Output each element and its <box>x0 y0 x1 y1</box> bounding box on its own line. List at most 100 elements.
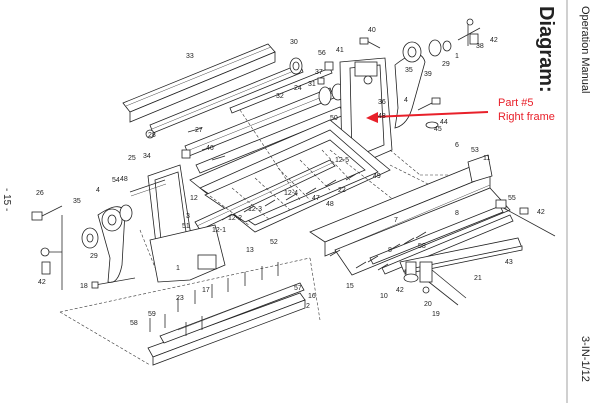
part-label-43: 43 <box>505 259 513 266</box>
part-label-21: 21 <box>474 275 482 282</box>
callout-part5: Part #5 Right frame <box>366 97 555 123</box>
left-frame-foot <box>149 224 226 283</box>
part-label-15: 15 <box>346 283 354 290</box>
part-label-56: 56 <box>318 50 326 57</box>
part-label-3: 3 <box>186 213 190 220</box>
part-label-51: 51 <box>182 223 190 230</box>
part-label-18: 18 <box>80 283 88 290</box>
part-label-39: 39 <box>424 71 432 78</box>
part-number-labels: 112344678810111212-112-212-312-412-51315… <box>36 27 545 327</box>
part-label-20: 20 <box>424 301 432 308</box>
part-label-58-2: 58 <box>418 243 426 250</box>
part-label-37: 37 <box>315 69 323 76</box>
part-label-46: 46 <box>206 145 214 152</box>
part-label-38: 38 <box>476 43 484 50</box>
part-label-54: 54 <box>112 177 120 184</box>
part-label-40: 40 <box>368 27 376 34</box>
part-label-7: 7 <box>394 217 398 224</box>
part-label-12-4: 12-4 <box>284 190 298 197</box>
part-label-33: 33 <box>186 53 194 60</box>
part-label-25: 25 <box>128 155 136 162</box>
base-bolts <box>149 262 279 336</box>
part-label-52: 52 <box>270 239 278 246</box>
part-label-26: 26 <box>36 190 44 197</box>
washer-45 <box>425 121 439 129</box>
part-label-53: 53 <box>471 147 479 154</box>
part-label-12-2: 12-2 <box>228 215 242 222</box>
part-label-12-5: 12-5 <box>335 157 349 164</box>
top-beam <box>122 43 276 123</box>
part-label-29-2: 29 <box>90 253 98 260</box>
part-label-22: 22 <box>338 187 346 194</box>
part-label-57: 57 <box>294 285 302 292</box>
document-code: 3-IN-1/12 <box>579 336 591 382</box>
part-label-36: 36 <box>378 99 386 106</box>
part-label-55: 55 <box>508 195 516 202</box>
clamp-42 <box>403 261 419 283</box>
part-label-35-2: 35 <box>73 198 81 205</box>
part-label-24: 24 <box>294 85 302 92</box>
part-label-27: 27 <box>195 127 203 134</box>
side-header: Operation Manual Diagram: 3-IN-1/12 <box>535 0 591 403</box>
lower-base <box>147 282 306 366</box>
part-label-32: 32 <box>276 93 284 100</box>
part-label-49: 49 <box>373 173 381 180</box>
callout-line2: Right frame <box>498 111 555 123</box>
top-small-parts <box>145 37 381 161</box>
part-label-48: 48 <box>378 113 386 120</box>
part-label-41: 41 <box>336 47 344 54</box>
part-label-23: 23 <box>176 295 184 302</box>
part-label-45: 45 <box>434 126 442 133</box>
part-label-35: 35 <box>405 67 413 74</box>
part-label-17: 17 <box>202 287 210 294</box>
clamp-20 <box>419 261 433 294</box>
table-screws <box>329 231 427 271</box>
part-label-16: 16 <box>308 293 316 300</box>
part-label-42-4: 42 <box>537 209 545 216</box>
part-label-42: 42 <box>490 37 498 44</box>
part-label-8: 8 <box>388 247 392 254</box>
top-crank-handle <box>457 18 481 46</box>
part-label-6: 6 <box>455 142 459 149</box>
part-label-1-2: 1 <box>176 265 180 272</box>
part-label-10: 10 <box>380 293 388 300</box>
bolt-44 <box>417 97 441 111</box>
part-label-12: 12 <box>190 195 198 202</box>
bed-screws <box>221 173 357 221</box>
part-label-13: 13 <box>246 247 254 254</box>
part-label-12-3: 12-3 <box>248 206 262 213</box>
part-label-47: 47 <box>312 195 320 202</box>
manual-title: Operation Manual <box>579 6 591 93</box>
part-label-2: 2 <box>306 303 310 310</box>
diagram-heading: Diagram: <box>535 6 557 93</box>
part-label-8-2: 8 <box>455 210 459 217</box>
side-rod-55 <box>495 199 556 237</box>
part-label-58: 58 <box>130 320 138 327</box>
part-label-1: 1 <box>455 53 459 60</box>
part-label-34: 34 <box>143 153 151 160</box>
part-label-29: 29 <box>442 61 450 68</box>
part-label-11: 11 <box>483 155 490 162</box>
part-label-28: 28 <box>148 132 156 139</box>
part-label-59: 59 <box>148 311 156 318</box>
part-label-42-2: 42 <box>38 279 46 286</box>
right-handle <box>394 39 452 129</box>
support-rail-11 <box>467 154 493 183</box>
part-label-50: 50 <box>330 115 338 122</box>
part-label-4-2: 4 <box>96 187 100 194</box>
part-label-42-3: 42 <box>396 287 404 294</box>
page-number: - 15 - <box>1 188 12 211</box>
callout-line1: Part #5 <box>498 97 533 109</box>
part-label-12-1: 12-1 <box>212 227 226 234</box>
part-label-44: 44 <box>440 119 448 126</box>
part-label-19: 19 <box>432 311 440 318</box>
sprocket-30 <box>289 57 303 75</box>
part-label-48-3: 48 <box>326 201 334 208</box>
left-crank-handle <box>40 215 63 290</box>
part-label-48-2: 48 <box>120 176 128 183</box>
part-label-30: 30 <box>290 39 298 46</box>
part-label-31: 31 <box>308 81 316 88</box>
part-label-4: 4 <box>404 97 408 104</box>
lower-right-table <box>309 164 511 276</box>
